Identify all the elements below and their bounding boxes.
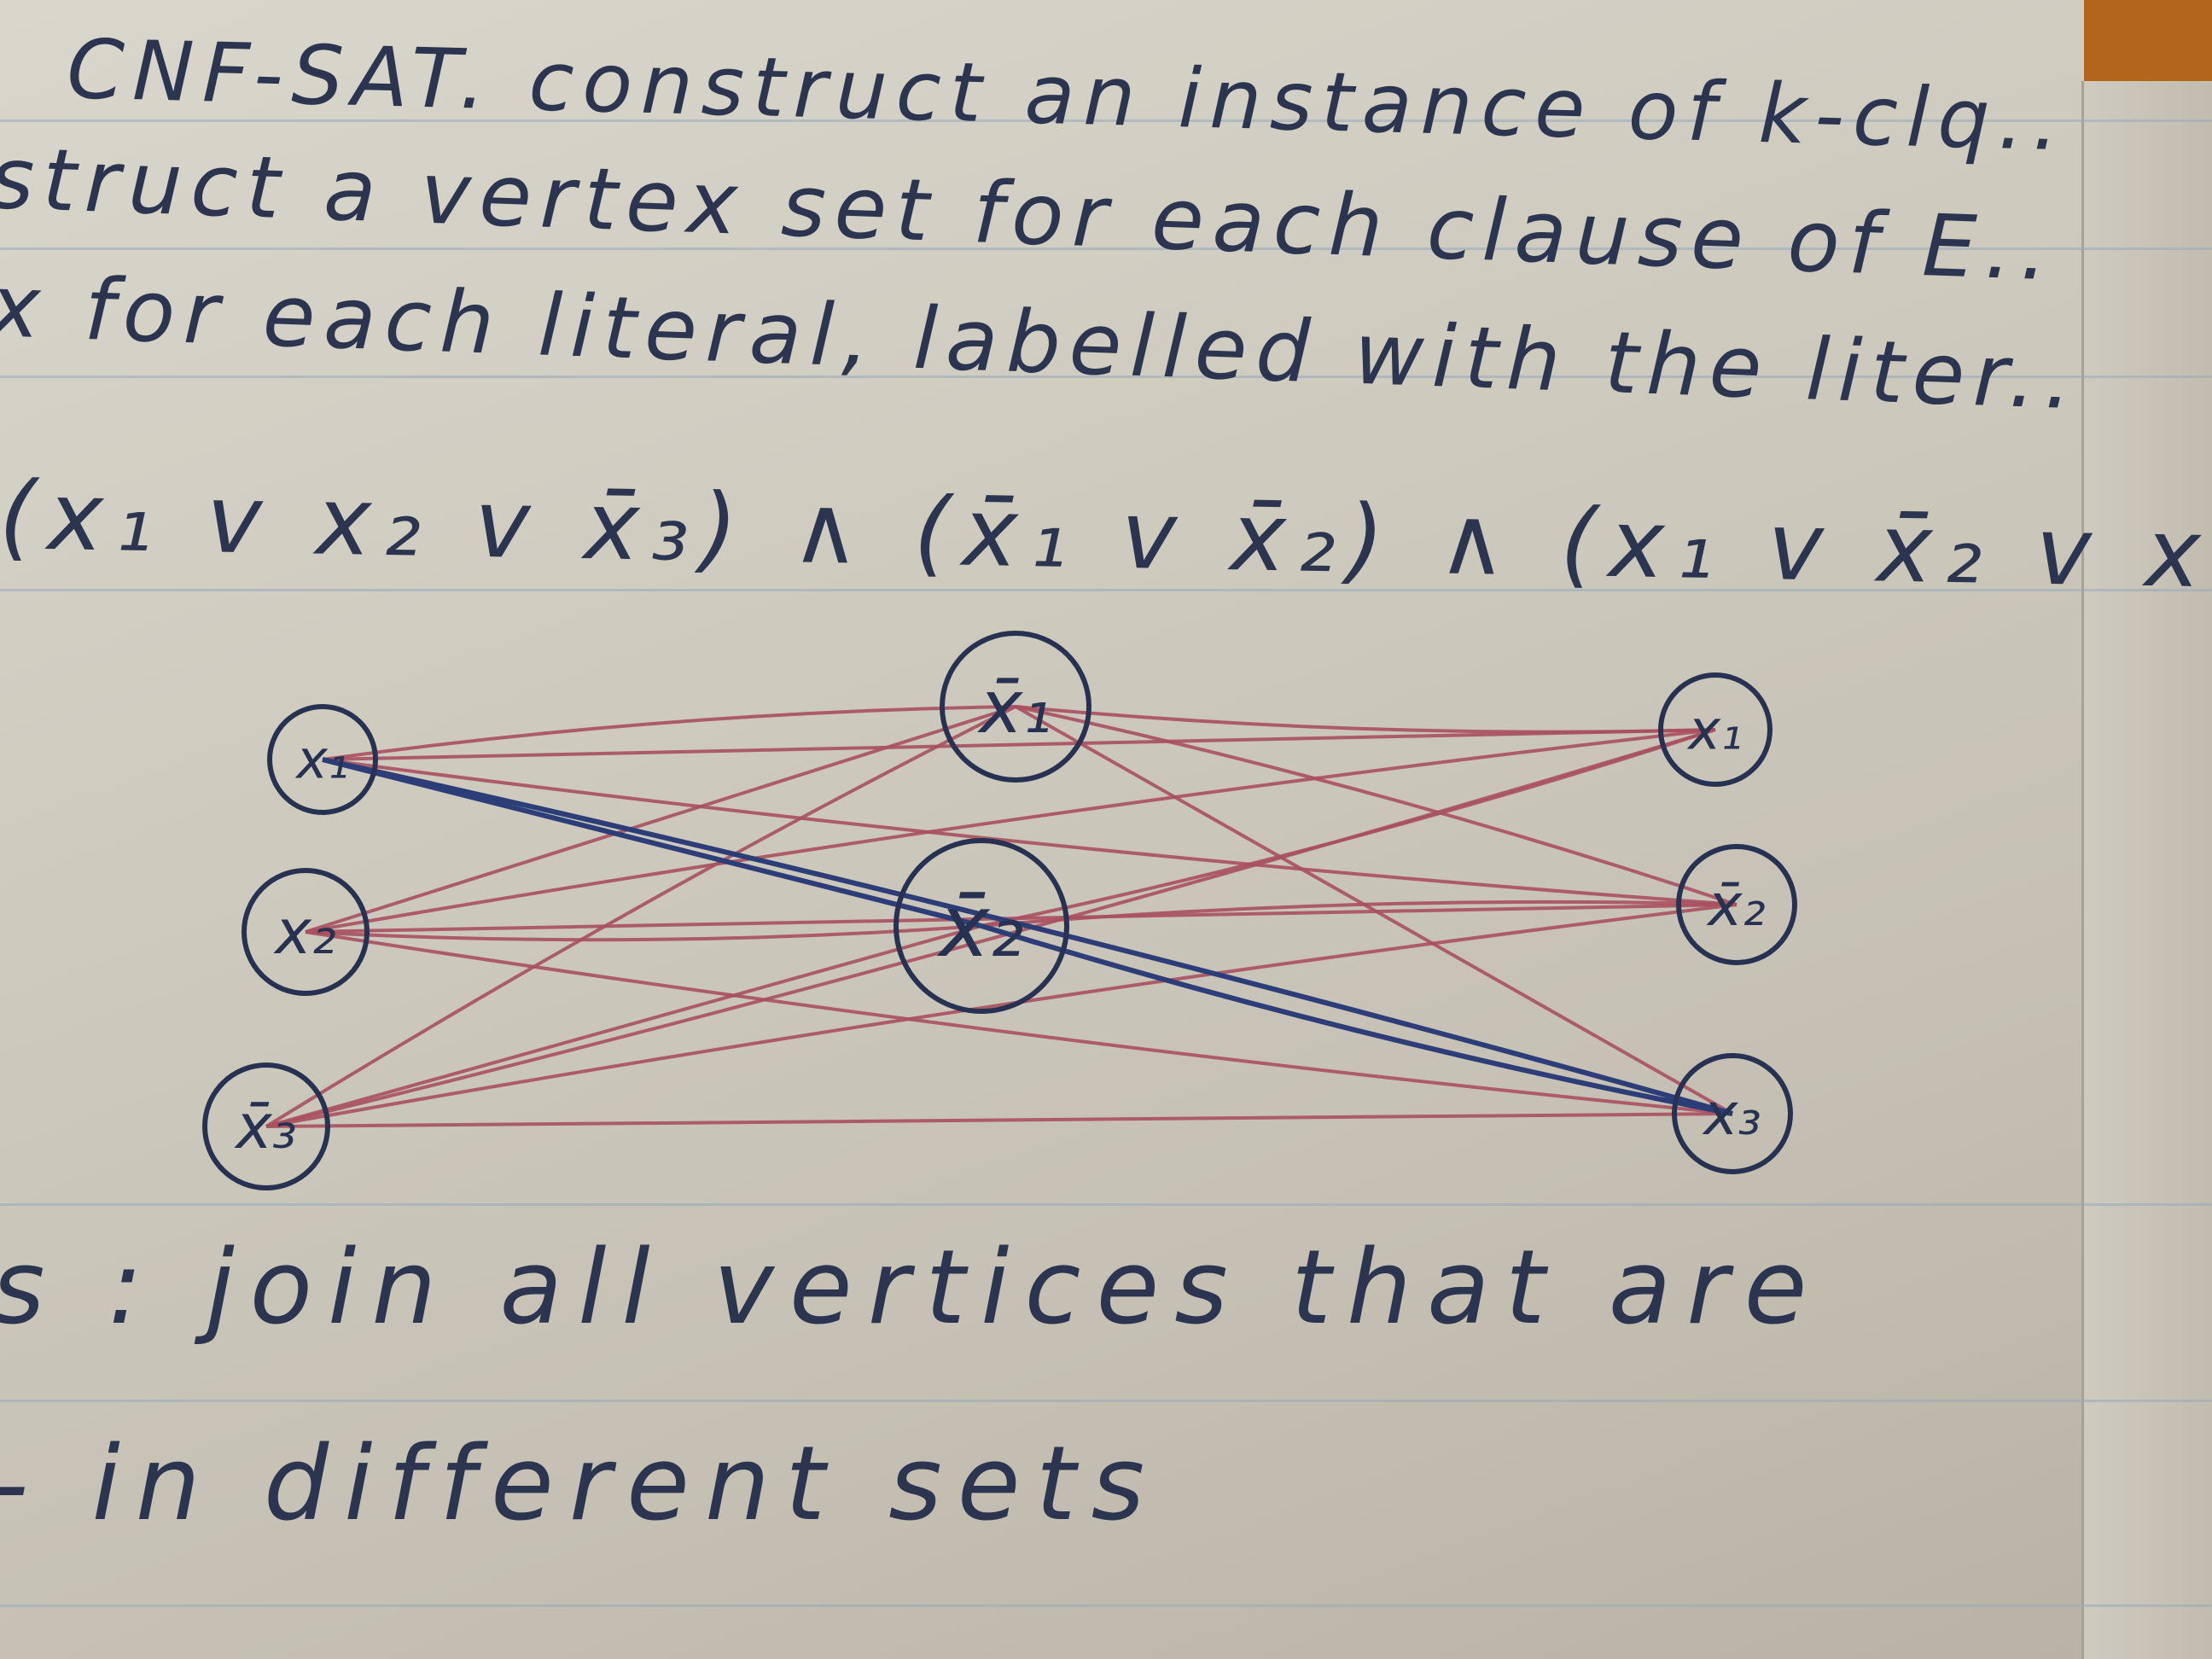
ruled-line — [0, 1203, 2212, 1206]
ruled-line — [0, 589, 2212, 591]
vertex-circle — [1676, 844, 1797, 965]
vertex-c2: x̄₂ — [1676, 844, 1797, 965]
edge-b1-c1 — [1015, 705, 1716, 734]
edge-a2-b2 — [305, 924, 982, 942]
vertex-label: x̄₂ — [936, 876, 1023, 976]
vertex-a2: x₂ — [242, 868, 370, 996]
vertex-label: x₂ — [273, 896, 335, 968]
vertex-a3: x̄₃ — [202, 1062, 330, 1190]
ruled-line — [0, 119, 2212, 122]
vertex-b1: x̄₁ — [940, 631, 1091, 783]
ruled-line — [0, 375, 2212, 378]
clique-edge-a1-b2 — [322, 757, 982, 928]
note-line-6: - in different sets — [0, 1425, 1161, 1544]
edge-a3-c1 — [265, 728, 1716, 1128]
vertex-circle — [202, 1062, 330, 1190]
edge-a3-c2 — [265, 903, 1738, 1128]
edge-a2-b1 — [305, 705, 1016, 934]
vertex-circle — [267, 704, 378, 815]
vertex-circle — [894, 838, 1069, 1014]
ruled-line — [0, 1604, 2212, 1607]
desk-corner — [2084, 0, 2212, 81]
edge-a3-c3 — [265, 1112, 1733, 1128]
edge-a1-b1 — [322, 705, 1016, 761]
ruled-line — [0, 247, 2212, 250]
vertex-label: x̄₁ — [976, 665, 1051, 750]
edge-b2-c1 — [981, 728, 1716, 928]
page-edge — [2081, 81, 2212, 1659]
vertex-label: x̄₃ — [234, 1091, 296, 1162]
graph-edges — [265, 705, 1738, 1128]
edge-b2-c2 — [981, 899, 1738, 928]
vertex-c1: x₁ — [1658, 672, 1773, 787]
graph-nodes: x₁ x₂ x̄₃ x̄₁ x̄₂ x₁ x̄₂ x₃ — [202, 631, 1797, 1190]
vertex-label: x₁ — [294, 729, 349, 791]
vertex-circle — [242, 868, 370, 996]
clique-edge-a1-c3 — [322, 757, 1733, 1116]
edge-a1-c2 — [322, 758, 1738, 906]
edge-b1-c3 — [1015, 705, 1733, 1115]
vertex-circle — [1672, 1053, 1793, 1174]
vertex-label: x̄₂ — [1706, 872, 1766, 940]
vertex-b2: x̄₂ — [894, 838, 1069, 1014]
vertex-label: x₁ — [1686, 699, 1743, 762]
vertex-circle — [940, 631, 1091, 783]
note-line-5: s : join all vertices that are — [0, 1229, 1823, 1348]
vertex-label: x₃ — [1702, 1081, 1761, 1149]
edge-a2-c1 — [305, 728, 1716, 934]
edge-a3-b2 — [265, 924, 982, 1128]
edge-b1-c2 — [1015, 705, 1738, 906]
edge-a1-c1 — [322, 728, 1716, 761]
vertex-c3: x₃ — [1672, 1053, 1793, 1174]
vertex-circle — [1658, 672, 1773, 787]
vertex-a1: x₁ — [267, 704, 378, 815]
ruled-line — [0, 1400, 2212, 1402]
edge-a2-c3 — [305, 930, 1733, 1115]
clique-edge-b2-c3 — [981, 923, 1733, 1116]
edge-a3-b1 — [265, 705, 1016, 1128]
